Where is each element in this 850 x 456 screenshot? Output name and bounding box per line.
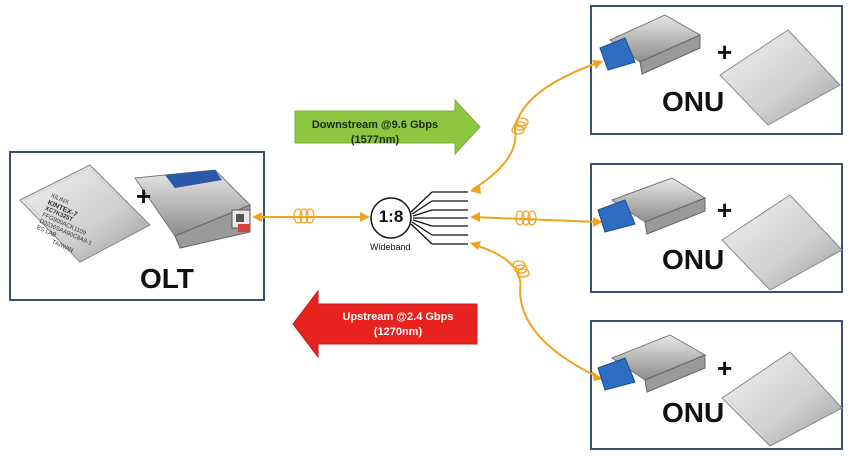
upstream-rate: Upstream @2.4 Gbps <box>342 311 454 323</box>
onu-2-plus-sign: + <box>717 195 733 225</box>
fiber-onu-3 <box>471 243 601 379</box>
onu-3-transceiver-image <box>597 334 707 393</box>
onu-2-label: ONU <box>662 244 725 275</box>
onu-2-transceiver-image <box>597 177 707 235</box>
onu-1-plus-sign: + <box>717 37 733 67</box>
splitter-branches <box>410 191 468 245</box>
olt-transceiver-image <box>134 169 251 249</box>
upstream-wavelength: (1270nm) <box>373 326 423 338</box>
onu-1-transceiver-image <box>599 14 702 75</box>
fiber-onu-2 <box>471 216 599 223</box>
onu-2-chip-image <box>721 194 843 291</box>
onu-3-chip-image <box>721 351 843 447</box>
fiber-onu-1 <box>471 61 601 191</box>
downstream-label: Downstream @9.6 Gbps (1577nm) <box>300 118 450 148</box>
olt-chip-image <box>19 164 151 263</box>
splitter-caption: Wideband <box>370 242 411 252</box>
onu-1-label: ONU <box>662 86 725 117</box>
downstream-arrow <box>294 98 481 156</box>
onu-1-chip-image <box>719 29 841 126</box>
onu-3-plus-sign: + <box>717 353 733 383</box>
splitter-circle <box>370 197 412 239</box>
fiber-lines <box>255 61 601 379</box>
olt-plus-sign: + <box>136 181 152 211</box>
downstream-wavelength: (1577nm) <box>350 134 400 146</box>
onu-3-label: ONU <box>662 397 725 428</box>
upstream-label: Upstream @2.4 Gbps (1270nm) <box>328 310 468 340</box>
splitter-ratio: 1:8 <box>378 207 404 226</box>
upstream-arrow <box>292 289 478 359</box>
olt-label: OLT <box>140 263 194 294</box>
downstream-rate: Downstream @9.6 Gbps <box>311 119 439 131</box>
